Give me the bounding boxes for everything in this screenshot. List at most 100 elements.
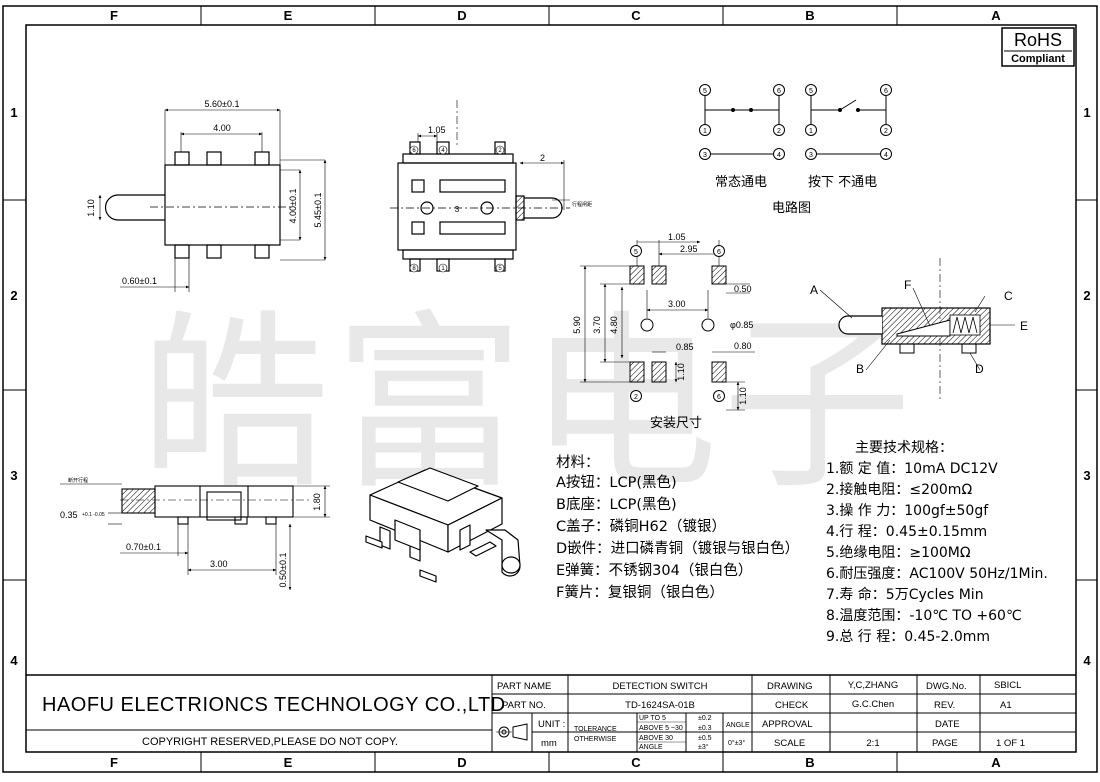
zone-letter: B — [805, 755, 814, 770]
circuit-pin: 1 — [703, 128, 707, 135]
section-labels: A F C E B D — [810, 278, 1028, 376]
label-pressed: 按下 不通电 — [808, 175, 877, 190]
zone-letter: D — [457, 755, 466, 770]
fv-dim-0-70: 0.70±0.1 — [126, 542, 161, 552]
footprint-caption: 安装尺寸 — [650, 416, 702, 431]
rev-label: REV. — [934, 700, 955, 711]
spec-item: 3.操 作 力：100gf±50gf — [826, 503, 989, 519]
tol-range: ANGLE — [639, 744, 663, 751]
tol-value: ±0.5 — [698, 735, 712, 742]
fv-dim-0-50: 0.50±0.1 — [278, 553, 288, 588]
fp-dim-0-85: 0.85 — [676, 342, 694, 352]
pin-label: 1 — [441, 266, 445, 272]
label-a: A — [810, 283, 818, 297]
material-item: A按钮：LCP(黑色) — [556, 474, 677, 491]
zone-letter: F — [110, 755, 118, 770]
specs-list: 主要技术规格： 1.额 定 值：10mA DC12V 2.接触电阻：≤200mΩ… — [826, 440, 1048, 645]
rohs-subtitle: Compliant — [1011, 53, 1065, 65]
check-value: G.C.Chen — [852, 699, 894, 710]
rohs-badge: RoHS Compliant — [1001, 27, 1075, 67]
fp-dim-1-10-b: 1.10 — [738, 387, 748, 405]
tol-value: ±3° — [698, 743, 709, 751]
page-value: 1 OF 1 — [996, 738, 1025, 749]
circuit-pin: 4 — [884, 152, 888, 159]
otherwise-label: OTHERWISE — [574, 736, 617, 743]
date-label: DATE — [935, 719, 960, 730]
pin-label: 4 — [441, 148, 445, 154]
front-view-dims: 断开行程 0.35 +0.1 -0.05 1.80 0.70±0.1 3.00 … — [60, 477, 322, 587]
circuit-pins: 5 6 1 2 3 4 5 6 1 2 3 4 — [699, 84, 892, 160]
pin-label: 8 — [412, 266, 416, 272]
dim-4-00-v: 4.00±0.1 — [288, 189, 298, 224]
zone-number: 2 — [1083, 288, 1090, 303]
circuit-pin: 3 — [703, 152, 707, 159]
zone-number: 2 — [10, 288, 17, 303]
spec-item: 4.行 程：0.45±0.15mm — [826, 524, 987, 540]
zone-letter: D — [457, 8, 466, 23]
zone-letter: E — [284, 755, 293, 770]
material-item: D嵌件：进口磷青铜（镀银与银白色） — [556, 540, 799, 557]
internal-view — [390, 100, 570, 272]
isometric-view — [365, 467, 521, 583]
sheet-frame — [2, 5, 1098, 773]
circuit-pin: 3 — [809, 152, 813, 159]
materials-title: 材料： — [556, 454, 600, 471]
pin-label: 6 — [412, 148, 416, 154]
specs-title: 主要技术规格： — [855, 440, 953, 456]
label-d: D — [975, 362, 984, 376]
materials-list: 材料： A按钮：LCP(黑色) B底座：LCP(黑色) C盖子：磷铜H62（镀银… — [556, 454, 799, 601]
dwg-value: SBICL — [994, 680, 1021, 691]
unit-value: mm — [541, 738, 557, 749]
stroke-label: 行程闸距 — [572, 201, 592, 208]
rev-value: A1 — [1000, 700, 1012, 711]
check-label: CHECK — [775, 700, 809, 711]
tol-range: ABOVE 5 ~30 — [639, 725, 683, 732]
zone-number: 1 — [1083, 105, 1090, 120]
fp-dim-0-80: 0.80 — [734, 341, 752, 351]
approval-label: APPROVAL — [762, 719, 813, 730]
spec-item: 7.寿 命：5万Cycles Min — [826, 586, 984, 603]
dim-5-60: 5.60±0.1 — [205, 99, 240, 109]
tol-value: ±0.3 — [698, 725, 712, 732]
material-item: B底座：LCP(黑色) — [556, 496, 677, 513]
fp-dim-phi-0-85: φ0.85 — [730, 320, 753, 330]
scale-label: SCALE — [774, 738, 805, 749]
part-no-value: TD-1624SA-01B — [625, 700, 695, 711]
dim-5-45: 5.45±0.1 — [313, 193, 323, 228]
top-view-dims: 5.60±0.1 4.00 1.10 4.00±0.1 5.45±0.1 0.6… — [86, 99, 323, 286]
fp-pin: 2 — [634, 394, 638, 401]
footprint-dims: 1.05 2.95 0.50 3.00 φ0.85 0.85 0.80 5.90… — [572, 232, 753, 431]
fp-dim-3-00: 3.00 — [668, 299, 686, 309]
part-name-value: DETECTION SWITCH — [613, 681, 708, 692]
tolerance-label: TOLERANCE — [574, 726, 617, 733]
label-e: E — [1020, 319, 1028, 333]
tol-range: ABOVE 30 — [639, 735, 673, 742]
spec-item: 2.接触电阻：≤200mΩ — [826, 481, 972, 498]
part-no-label: PART NO. — [502, 700, 546, 711]
spec-item: 1.额 定 值：10mA DC12V — [826, 461, 998, 477]
zone-number: 3 — [1083, 468, 1090, 483]
front-view — [60, 483, 330, 591]
section-view — [819, 258, 1015, 400]
zone-letter: A — [991, 8, 1001, 23]
copyright-text: COPYRIGHT RESERVED,PLEASE DO NOT COPY. — [142, 736, 398, 748]
spec-item: 5.绝缘电阻：≥100MΩ — [826, 545, 971, 561]
page-label: PAGE — [932, 738, 958, 749]
fp-dim-0-50: 0.50 — [734, 284, 752, 294]
circuit-pin: 5 — [809, 88, 813, 95]
pin-label: 5 — [498, 266, 502, 272]
label-f: F — [904, 278, 911, 292]
circuit-caption: 电路图 — [772, 200, 811, 216]
fp-dim-1-10-a: 1.10 — [676, 363, 686, 381]
dwg-label: DWG.No. — [926, 681, 967, 692]
zone-letter: F — [110, 8, 118, 23]
tol-range: UP TO 5 — [639, 715, 666, 722]
fp-dim-4-80: 4.80 — [609, 316, 619, 334]
zone-number: 4 — [1083, 653, 1091, 668]
fp-dim-2-95: 2.95 — [680, 244, 698, 254]
spec-item: 9.总 行 程：0.45-2.0mm — [826, 629, 990, 645]
tol-value: ±0.2 — [698, 715, 712, 722]
circuit-diagram — [704, 96, 887, 155]
circuit-pin: 2 — [777, 128, 781, 135]
